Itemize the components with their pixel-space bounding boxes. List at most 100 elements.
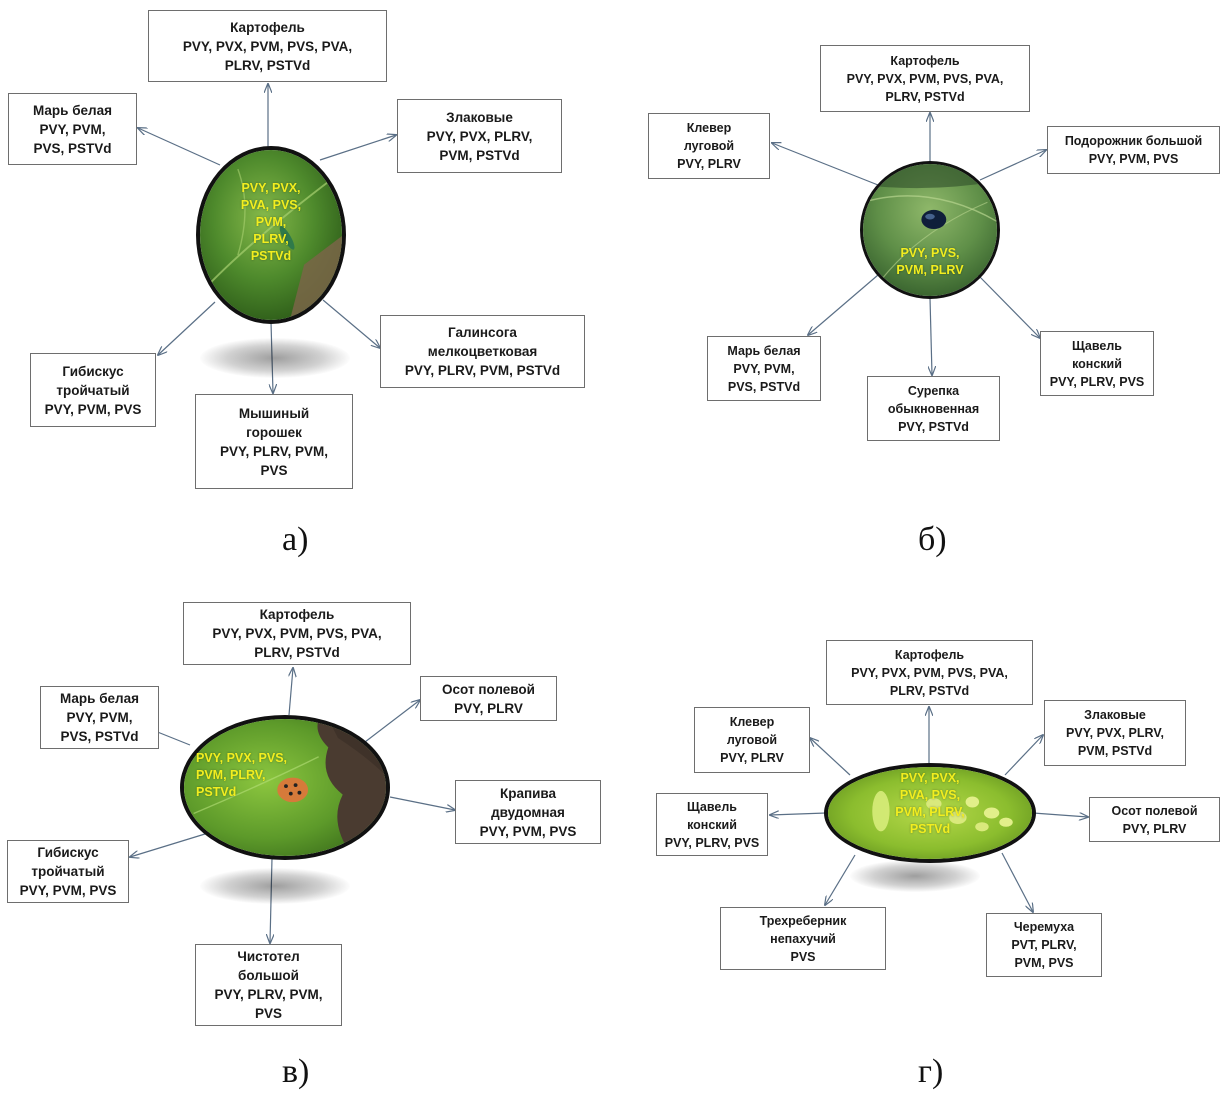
leaf-viruses-g: PVY, PVX, PVA, PVS, PVM, PLRV, PSTVd <box>880 770 980 838</box>
box-line: PVM, PSTVd <box>439 147 520 163</box>
box-g-trehrebernik: Трехреберник непахучий PVS <box>720 907 886 970</box>
arrow-b-mar <box>808 274 879 335</box>
leaf-image-b <box>860 161 1000 299</box>
box-v-nettle: Крапива двудомная PVY, PVM, PVS <box>455 780 601 844</box>
box-line: Марь белая <box>727 343 801 358</box>
box-line: PVY, PSTVd <box>898 419 969 434</box>
box-line: Злаковые <box>446 109 513 125</box>
box-line: Гибискус <box>62 363 124 379</box>
arrow-a-vetch <box>271 321 273 393</box>
caption-g: г) <box>918 1053 944 1090</box>
box-b-barbarea: Сурепка обыкновенная PVY, PSTVd <box>867 376 1000 441</box>
leaf-image-v <box>180 715 390 860</box>
arrow-v-thistle <box>364 700 420 743</box>
box-line: PVS <box>260 462 288 478</box>
box-line: PVY, PLRV <box>1122 821 1187 836</box>
box-a-potato: Картофель PVY, PVX, PVM, PVS, PVA, PLRV,… <box>148 10 387 82</box>
arrow-g-trehrebernik <box>825 854 856 905</box>
arrow-v-potato <box>289 668 293 716</box>
arrow-a-cereals <box>319 135 396 161</box>
leaf-v-line: PVM, PLRV, <box>196 768 266 782</box>
box-b-sorrel: Щавель конский PVY, PLRV, PVS <box>1040 331 1154 396</box>
box-line: PVY, PVM, <box>39 121 106 137</box>
arrow-v-hibiscus <box>130 829 219 857</box>
leaf-image-g <box>824 763 1036 863</box>
box-line: Чистотел <box>237 949 300 964</box>
box-v-potato: Картофель PVY, PVX, PVM, PVS, PVA, PLRV,… <box>183 602 411 665</box>
box-line: Щавель <box>1072 338 1122 353</box>
box-v-thistle: Осот полевой PVY, PLRV <box>420 676 557 721</box>
arrow-a-galinsoga <box>322 299 380 348</box>
leaf-a-line: PLRV, <box>253 232 289 246</box>
box-line: PVY, PVM, PVS <box>479 823 577 839</box>
box-line: конский <box>687 817 737 832</box>
arrow-g-sorrel <box>770 813 827 815</box>
panel-a-arrows <box>138 84 396 393</box>
box-line: Трехреберник <box>759 913 847 928</box>
box-line: Щавель <box>687 799 737 814</box>
box-line: Марь белая <box>59 691 140 706</box>
box-g-sorrel: Щавель конский PVY, PLRV, PVS <box>656 793 768 856</box>
leaf-a-line: PVM, <box>255 215 287 229</box>
box-a-galinsoga: Галинсога мелкоцветковая PVY, PLRV, PVM,… <box>380 315 585 388</box>
box-line: Подорожник большой <box>1064 134 1203 148</box>
box-line: PVY, PLRV <box>677 157 741 171</box>
box-line: непахучий <box>770 931 836 946</box>
leaf-g-line: PVA, PVS, <box>899 788 961 802</box>
box-line: PVM, PVS <box>1014 956 1074 970</box>
leaf-shadow-g <box>850 860 980 892</box>
box-line: PVS <box>790 949 816 964</box>
box-line: PVY, PVX, PVM, PVS, PVA, <box>846 71 1004 86</box>
arrow-g-cereals <box>1004 735 1043 776</box>
leaf-shadow-a <box>200 338 350 378</box>
box-line: тройчатый <box>31 864 105 879</box>
box-line: PVY, PVM, PVS <box>1088 152 1179 166</box>
leaf-b-line: PVY, PVS, <box>900 246 960 260</box>
box-line: PVY, PLRV, PVM, PSTVd <box>404 363 561 378</box>
box-line: PVY, PLRV, PVS <box>664 835 760 850</box>
caption-b: б) <box>918 521 947 558</box>
box-g-thistle: Осот полевой PVY, PLRV <box>1089 797 1220 842</box>
box-line: луговой <box>726 733 778 747</box>
box-line: Клевер <box>729 715 775 729</box>
box-g-cereals: Злаковые PVY, PVX, PLRV, PVM, PSTVd <box>1044 700 1186 766</box>
box-line: PLRV, PSTVd <box>889 683 970 698</box>
leaf-viruses-a: PVY, PVX, PVA, PVS, PVM, PLRV, PSTVd <box>196 180 346 265</box>
box-a-vetch: Мышиный горошек PVY, PLRV, PVM, PVS <box>195 394 353 489</box>
box-line: обыкновенная <box>887 401 980 416</box>
box-line: PLRV, PSTVd <box>254 645 340 660</box>
arrow-g-cheremukha <box>1001 852 1033 912</box>
box-line: PVS, PSTVd <box>33 140 112 156</box>
box-b-potato: Картофель PVY, PVX, PVM, PVS, PVA, PLRV,… <box>820 45 1030 112</box>
box-line: мелкоцветковая <box>427 344 538 359</box>
box-line: PVY, PLRV, PVM, <box>219 443 329 459</box>
arrow-g-clover <box>810 738 851 776</box>
caption-a: а) <box>282 521 309 558</box>
leaf-g-line: PVM, PLRV, <box>895 805 965 819</box>
leaf-g-line: PSTVd <box>909 822 951 836</box>
box-line: PVY, PLRV <box>720 751 784 765</box>
box-line: PVM, PSTVd <box>1077 744 1153 758</box>
box-g-potato: Картофель PVY, PVX, PVM, PVS, PVA, PLRV,… <box>826 640 1033 705</box>
box-line: конский <box>1072 356 1122 371</box>
box-v-hibiscus: Гибискус тройчатый PVY, PVM, PVS <box>7 840 129 903</box>
leaf-v-line: PVY, PVX, PVS, <box>196 751 288 765</box>
box-line: горошек <box>246 424 302 440</box>
box-line: PVY, PVM, <box>733 361 795 376</box>
box-line: луговой <box>683 139 735 153</box>
box-line: PVY, PVX, PVM, PVS, PVA, <box>851 665 1008 680</box>
arrow-a-mar <box>138 128 221 166</box>
leaf-a-line: PVA, PVS, <box>240 198 302 212</box>
box-a-mar: Марь белая PVY, PVM, PVS, PSTVd <box>8 93 137 165</box>
box-line: Осот полевой <box>442 681 535 697</box>
box-line: тройчатый <box>56 382 130 398</box>
box-a-hibiscus: Гибискус тройчатый PVY, PVM, PVS <box>30 353 156 427</box>
box-line: Крапива <box>499 785 557 801</box>
box-a-cereals: Злаковые PVY, PVX, PLRV, PVM, PSTVd <box>397 99 562 173</box>
box-line: PLRV, PSTVd <box>224 57 311 73</box>
leaf-g-line: PVY, PVX, <box>900 771 960 785</box>
arrow-v-celandine <box>270 857 272 943</box>
arrow-b-clover <box>772 143 879 186</box>
box-line: PVT, PLRV, <box>1011 938 1077 952</box>
box-line: PVY, PLRV <box>454 700 523 716</box>
